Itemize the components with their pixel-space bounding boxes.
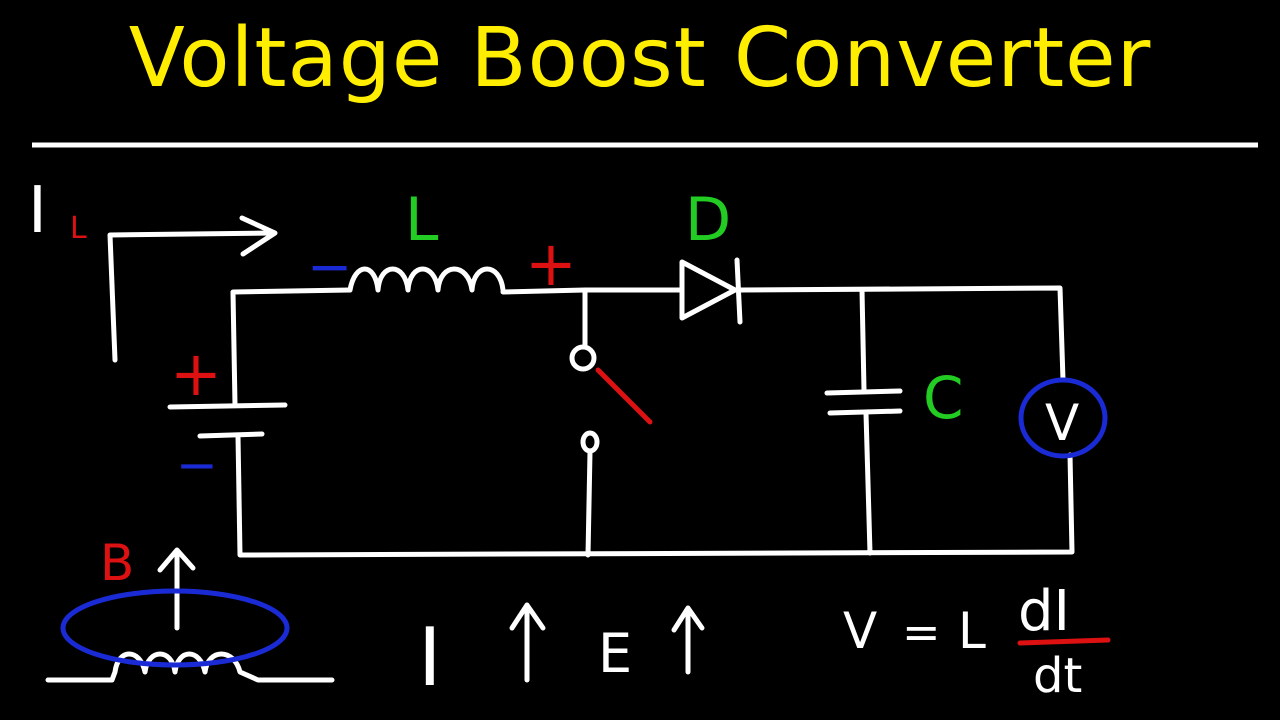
formula-denominator: dt — [1033, 648, 1082, 704]
current-arrow-head — [239, 215, 278, 257]
voltmeter-label: V — [1045, 394, 1079, 452]
switch-lever — [595, 367, 653, 425]
field-up-arrow-head — [671, 605, 705, 633]
field-arrow-head — [157, 547, 196, 573]
formula-l: L — [958, 602, 986, 660]
inductor-coil — [347, 266, 506, 293]
formula-field: E — [598, 622, 632, 685]
switch-contact-top — [569, 344, 597, 372]
voltmeter-circle — [1018, 377, 1108, 459]
capacitor-plate-top — [824, 388, 903, 396]
formula-numerator: dI — [1018, 579, 1070, 644]
formula-current: I — [418, 611, 442, 704]
coil-drawing — [45, 651, 335, 683]
wire-left-top — [230, 287, 353, 408]
formula-equals: = — [902, 605, 941, 659]
battery-plus: + — [170, 337, 222, 410]
current-up-arrow-head — [509, 602, 546, 631]
fraction-bar — [1017, 637, 1111, 646]
inductor-minus: − — [307, 235, 352, 298]
diode-label: D — [685, 185, 731, 255]
capacitor-bottom-lead — [863, 410, 873, 556]
switch-bottom-lead — [585, 449, 593, 558]
field-loop — [60, 588, 290, 668]
capacitor-top-lead — [859, 287, 867, 393]
page-title: Voltage Boost Converter — [128, 11, 1152, 106]
battery-minus: − — [176, 436, 218, 494]
current-subscript: L — [70, 211, 87, 246]
diode-symbol — [679, 259, 738, 321]
formula-v: V — [843, 602, 877, 660]
current-arrow-shaft — [107, 230, 275, 363]
wire-top-right — [737, 285, 1066, 383]
battery-short-plate — [197, 431, 265, 439]
inductor-plus: + — [525, 227, 577, 300]
capacitor-label: C — [923, 364, 964, 432]
current-symbol: I — [28, 174, 47, 248]
field-label: B — [100, 534, 134, 592]
switch-contact-bottom — [580, 430, 600, 454]
battery-long-plate — [167, 402, 288, 410]
inductor-label: L — [405, 185, 439, 255]
wire-bottom — [235, 433, 1075, 558]
